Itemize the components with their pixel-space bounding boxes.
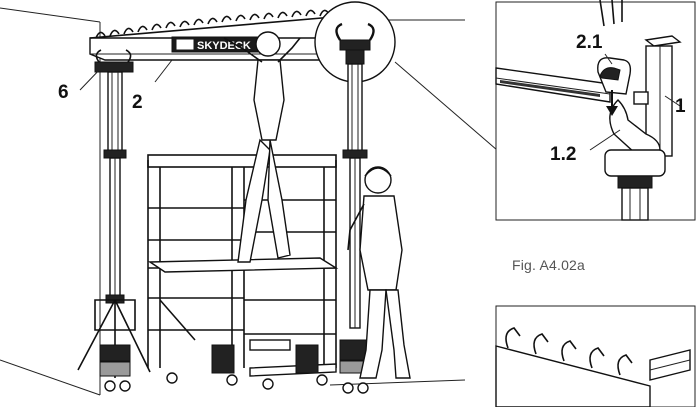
callout-2-1: 2.1 xyxy=(576,32,603,53)
worker-at-prop xyxy=(347,166,411,379)
detail-a-beam xyxy=(495,67,611,103)
arrow-down-icon xyxy=(606,90,618,116)
right-prop xyxy=(314,1,396,394)
leader-line-1-2 xyxy=(589,129,621,151)
figure-caption: Fig. A4.02a xyxy=(512,257,586,273)
left-prop xyxy=(77,49,151,392)
main-beam: SKYDECK xyxy=(89,9,346,61)
floor-left-line xyxy=(0,359,101,396)
ceiling-left-line xyxy=(0,7,101,23)
detail-b-beam xyxy=(495,327,691,408)
detail-a-clamp-lower xyxy=(604,99,666,221)
leader-line-2 xyxy=(154,59,173,83)
detail-panel-b xyxy=(495,305,696,408)
main-illustration: SKYDECK xyxy=(0,1,498,396)
callout-6: 6 xyxy=(58,82,69,103)
leader-line-2-1 xyxy=(604,53,613,65)
leader-line-1 xyxy=(664,95,681,107)
detail-pointer-line xyxy=(394,61,498,151)
callout-1-2: 1.2 xyxy=(550,144,576,165)
skydeck-brand-label: SKYDECK xyxy=(197,40,251,52)
callout-1: 1 xyxy=(675,96,686,117)
worker-on-platform xyxy=(223,31,301,263)
callout-2: 2 xyxy=(132,92,143,113)
detail-a-clamp-upper xyxy=(597,57,649,105)
detail-panel-a: 2.1 1 1.2 xyxy=(495,0,696,221)
scaffold-tower xyxy=(147,154,339,390)
floor-right-line xyxy=(329,379,466,386)
leader-line-6 xyxy=(79,65,104,91)
